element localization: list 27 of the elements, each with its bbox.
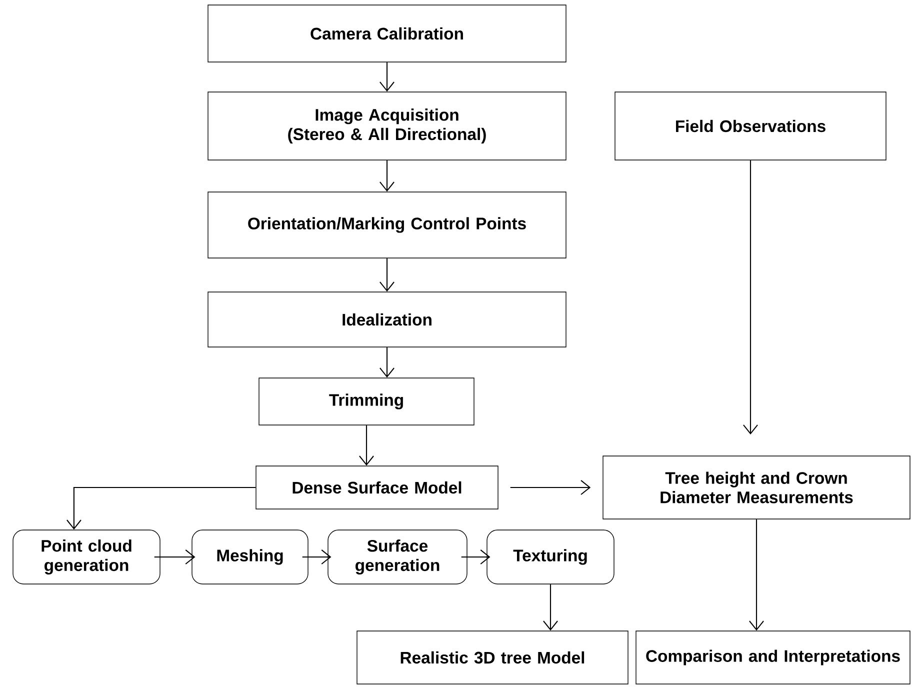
arrow	[743, 160, 758, 435]
arrow	[380, 62, 394, 92]
process-box: Field Observations	[614, 92, 886, 160]
rounded-process-box: Texturing	[486, 530, 614, 584]
arrow	[380, 258, 394, 292]
process-box: Realistic 3D tree Model	[356, 630, 628, 684]
process-box: Idealization	[208, 292, 566, 348]
rounded-process-box: Meshing	[192, 530, 308, 584]
rounded-process-box: Point cloud generation	[12, 530, 160, 584]
process-box: Trimming	[258, 378, 474, 426]
process-box: Orientation/Marking Control Points	[208, 192, 566, 258]
arrow	[66, 486, 256, 530]
arrow	[302, 550, 332, 564]
process-box: Image Acquisition (Stereo & All Directional)	[208, 92, 566, 160]
arrow	[749, 519, 764, 631]
arrow	[154, 550, 196, 564]
arrow	[510, 480, 591, 495]
process-box: Dense Surface Model	[256, 466, 498, 510]
process-box: Camera Calibration	[208, 4, 566, 62]
arrow	[543, 584, 558, 631]
arrow	[380, 160, 394, 192]
process-box: Comparison and Interpretations	[636, 630, 910, 684]
arrow	[461, 550, 490, 564]
process-box: Tree height and Crown Diameter Measurements	[602, 456, 910, 520]
rounded-process-box: Surface generation	[328, 530, 468, 584]
arrow	[359, 425, 374, 466]
arrow	[380, 347, 394, 378]
